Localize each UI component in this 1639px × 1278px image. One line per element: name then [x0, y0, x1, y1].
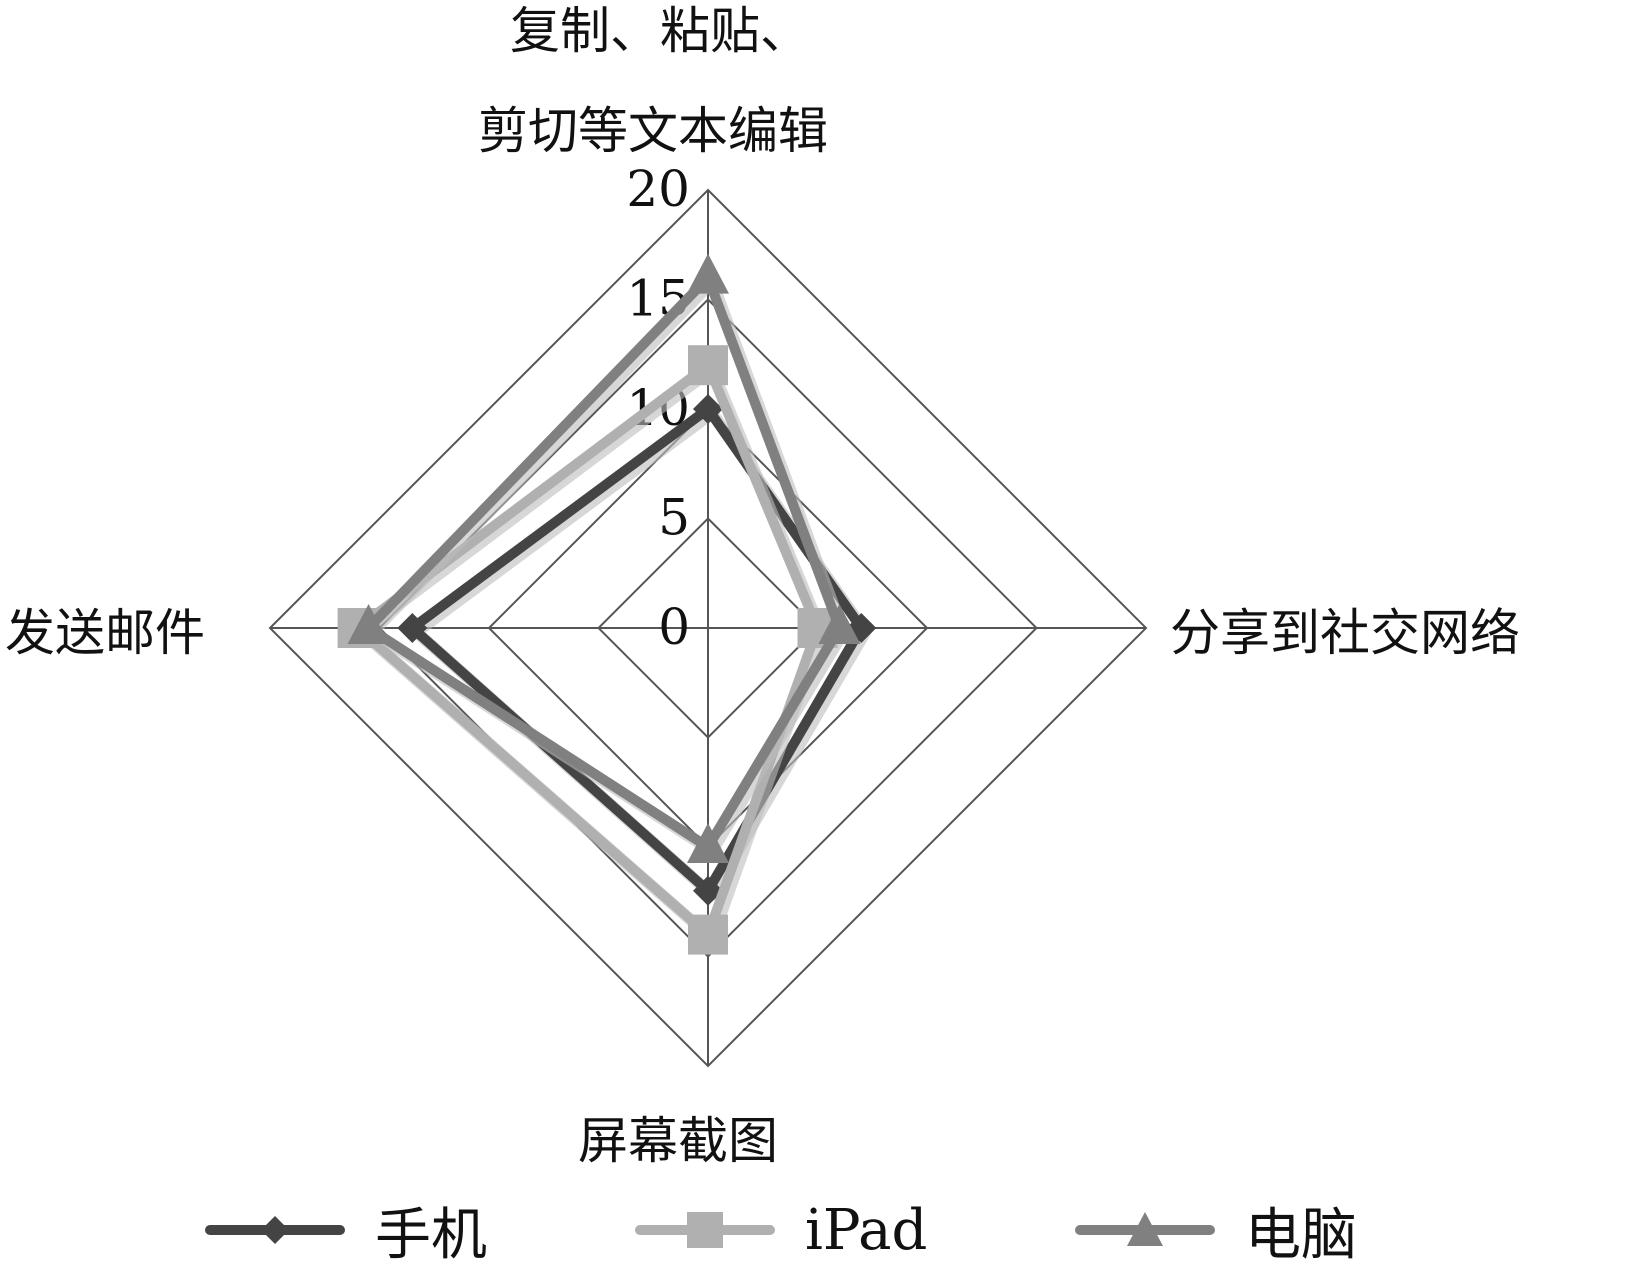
legend-swatch-square-icon	[635, 1212, 775, 1248]
series-shadow-0	[410, 407, 872, 901]
axis-label-text-editing-line2: 剪切等文本编辑	[478, 102, 828, 160]
legend: 手机 iPad 电脑	[0, 1190, 1639, 1270]
legend-label-computer: 电脑	[1245, 1202, 1357, 1268]
legend-swatch-triangle-icon	[1075, 1212, 1215, 1246]
legend-swatch-diamond-icon	[205, 1216, 345, 1244]
point-2-3	[347, 604, 390, 644]
legend-label-phone: 手机	[375, 1202, 487, 1268]
tick-label-20: 20	[626, 160, 690, 218]
legend-item-computer: 电脑	[1075, 1190, 1357, 1270]
axis-label-share-social: 分享到社交网络	[1170, 604, 1520, 662]
point-0-0	[693, 394, 723, 424]
legend-item-ipad: iPad	[635, 1190, 927, 1270]
point-1-0	[688, 345, 728, 386]
point-1-2	[688, 914, 728, 955]
point-2-1	[818, 604, 861, 644]
axis-label-send-email: 发送邮件	[5, 604, 205, 662]
point-0-3	[397, 613, 428, 643]
series-2	[347, 253, 861, 863]
radar-series	[337, 253, 877, 955]
point-2-2	[687, 823, 729, 863]
tick-label-5: 5	[658, 489, 690, 547]
point-2-0	[687, 253, 729, 294]
axis-label-text-editing-line1: 复制、粘贴、	[510, 2, 810, 60]
point-0-2	[693, 875, 723, 906]
axis-label-screenshot: 屏幕截图	[578, 1112, 778, 1170]
legend-item-phone: 手机	[205, 1190, 487, 1270]
legend-label-ipad: iPad	[805, 1197, 928, 1263]
tick-label-0: 0	[658, 598, 690, 656]
